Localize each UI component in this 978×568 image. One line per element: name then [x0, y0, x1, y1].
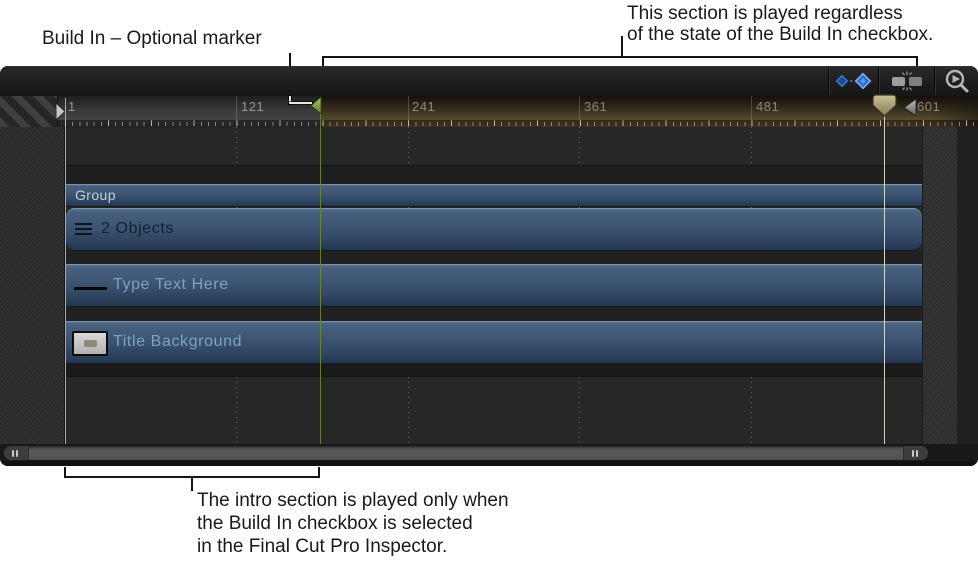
out-point-marker-icon[interactable] — [903, 99, 917, 116]
motion-timeline-window: 1 121 241 361 481 601 — [0, 66, 978, 466]
callout-intro-line3: in the Final Cut Pro Inspector. — [197, 536, 448, 557]
track-bar-objects[interactable]: 2 Objects — [66, 208, 922, 250]
pin-marker-icon[interactable] — [872, 94, 897, 117]
toolbar-separator — [828, 67, 829, 95]
ruler-tick-band — [58, 120, 978, 127]
pin-marker-line — [884, 114, 885, 466]
row-band — [65, 363, 922, 377]
scrollbar-track[interactable] — [4, 446, 928, 460]
row-band — [65, 306, 922, 321]
ruler-gridline — [236, 96, 237, 127]
timeline-toolbar — [0, 66, 978, 97]
timeline-track-area[interactable]: Group 2 Objects Type Text Here — [0, 127, 978, 466]
track-bar-group[interactable]: Group — [66, 184, 922, 206]
build-in-marker-line — [320, 112, 321, 466]
toolbar-separator — [934, 67, 935, 95]
row-band — [65, 165, 922, 186]
callout-regardless-line2: of the state of the Build In checkbox. — [627, 24, 934, 45]
window-bottom-edge — [0, 461, 978, 466]
timeline-ruler[interactable]: 1 121 241 361 481 601 — [0, 96, 978, 128]
ruler-offscreen-hatch — [0, 96, 58, 127]
bracket-intro-riser — [191, 478, 193, 491]
callout-intro-line1: The intro section is played only when — [197, 490, 509, 511]
track-bar-title-background[interactable]: Title Background — [66, 321, 922, 363]
ruler-medium-ticks — [65, 120, 978, 126]
ruler-gridline — [751, 96, 752, 127]
ruler-label: 361 — [584, 99, 608, 114]
text-dash-icon — [74, 287, 107, 290]
trim-button[interactable] — [880, 66, 934, 96]
zoom-timeline-button[interactable] — [936, 66, 978, 96]
zoom-timeline-icon — [945, 69, 969, 93]
bracket-regardless-left-tick — [322, 56, 324, 67]
thumbnail-icon — [72, 331, 108, 356]
callout-pointer-line-inner — [289, 96, 291, 104]
track-label: Group — [75, 187, 116, 203]
track-header-gutter — [0, 127, 65, 466]
keyframes-icon — [835, 72, 872, 90]
ruler-label: 1 — [68, 99, 76, 114]
ruler-label: 481 — [756, 99, 780, 114]
callout-pointer-line-inner-horizontal — [289, 102, 312, 104]
right-gutter — [922, 127, 958, 466]
callout-build-in-marker: Build In – Optional marker — [42, 28, 262, 49]
row-band — [65, 250, 922, 264]
track-label: Title Background — [113, 333, 243, 350]
track-label: Type Text Here — [113, 276, 229, 293]
toolbar-separator — [878, 67, 879, 95]
track-bar-type-text[interactable]: Type Text Here — [66, 264, 922, 306]
trim-icon — [892, 71, 922, 91]
in-point-marker-icon[interactable] — [55, 103, 66, 120]
bracket-regardless-right-tick — [916, 56, 918, 67]
callout-intro-line2: the Build In checkbox is selected — [197, 513, 473, 534]
ruler-gridline — [408, 96, 409, 127]
bracket-regardless — [322, 56, 918, 58]
track-label: 2 Objects — [101, 220, 174, 237]
build-in-marker-icon[interactable] — [311, 97, 322, 114]
bracket-regardless-riser — [621, 36, 623, 56]
scrollbar-left-handle[interactable] — [4, 446, 29, 460]
bracket-intro — [64, 476, 320, 478]
callout-regardless-line1: This section is played regardless — [627, 3, 903, 24]
scrollbar-right-handle[interactable] — [903, 446, 928, 460]
bracket-intro-left-tick — [64, 467, 66, 476]
show-keyframes-button[interactable] — [830, 66, 878, 96]
bracket-intro-right-tick — [318, 467, 320, 476]
horizontal-scrollbar[interactable] — [0, 444, 978, 461]
right-edge-panel — [957, 127, 978, 466]
ruler-label: 241 — [412, 99, 436, 114]
list-icon — [75, 222, 92, 236]
ruler-gridline — [579, 96, 580, 127]
ruler-label: 121 — [241, 99, 265, 114]
start-frame-line — [65, 98, 66, 466]
ruler-label: 601 — [917, 99, 941, 114]
